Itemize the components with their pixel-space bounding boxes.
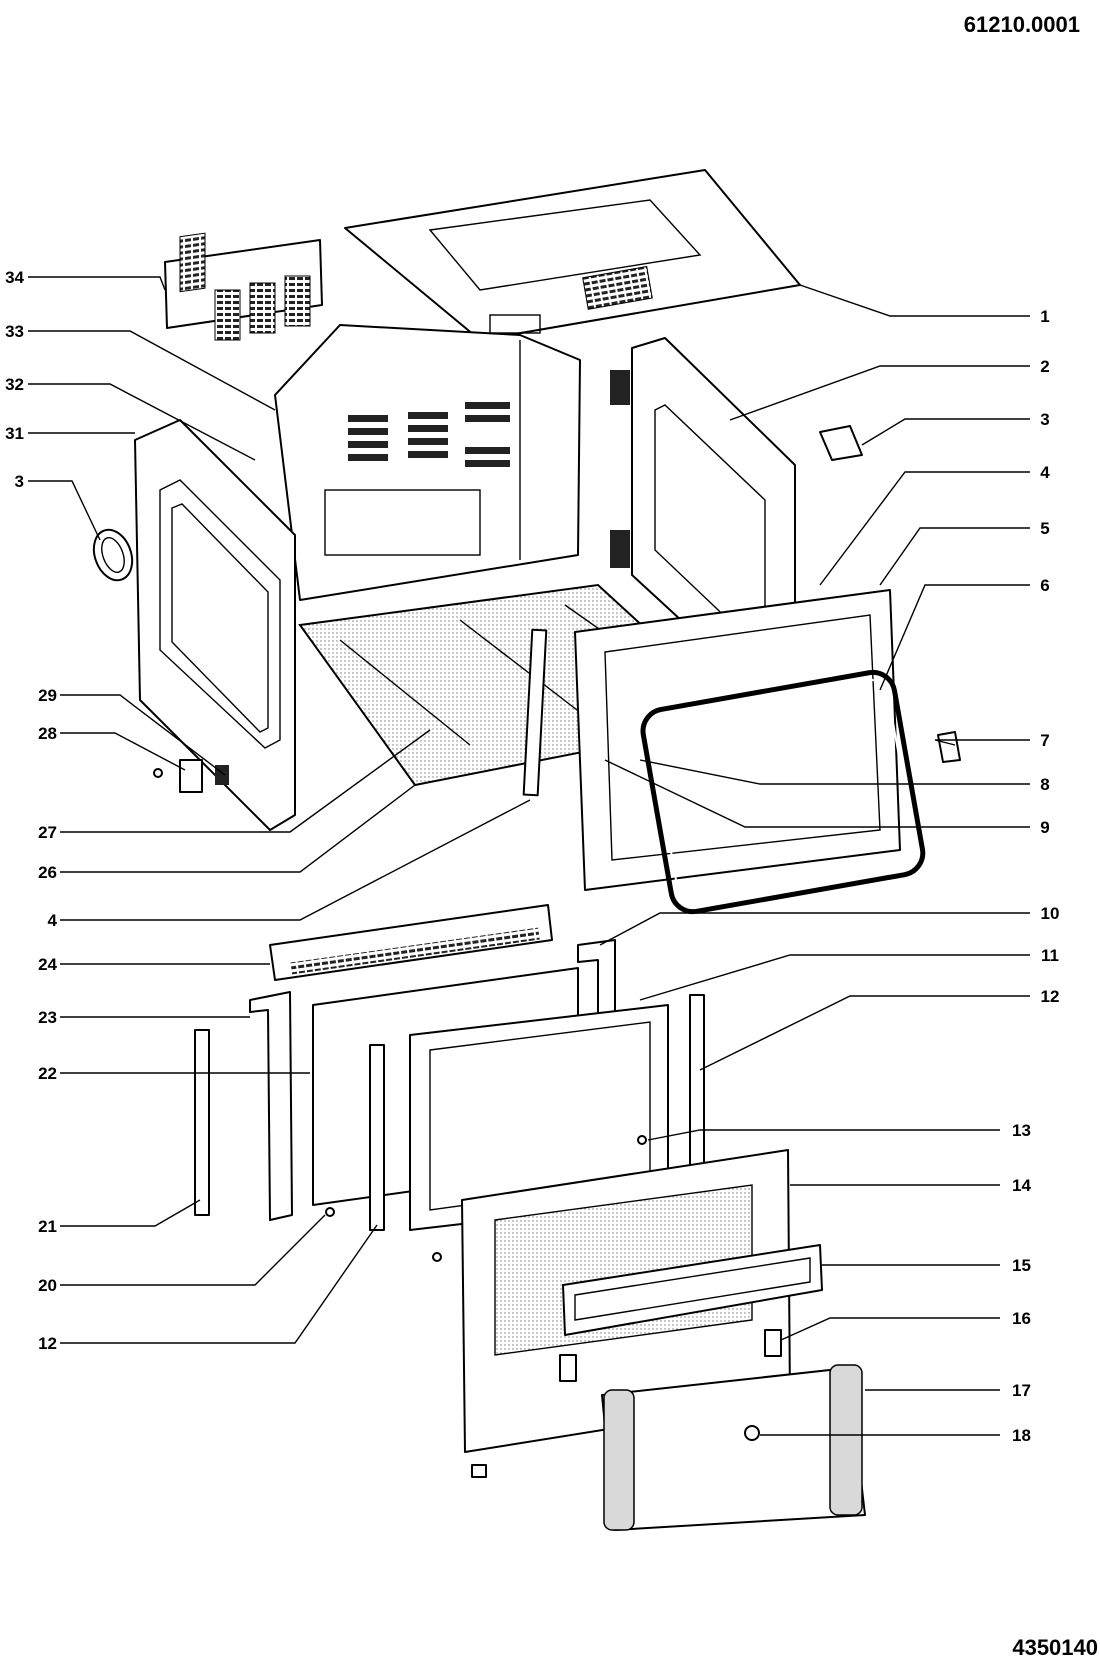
leader-lines <box>28 276 1030 1436</box>
part-gasket-strip-left <box>369 1044 385 1231</box>
callout-27: 27 <box>38 823 57 842</box>
part-side-rail <box>522 628 548 797</box>
part-door-seal <box>640 669 926 915</box>
callout-33: 33 <box>5 322 24 341</box>
part-left-side-panel <box>134 419 296 831</box>
callout-28: 28 <box>38 724 57 743</box>
callout-24: 24 <box>38 955 57 974</box>
callout-6: 6 <box>1040 576 1049 595</box>
callout-5: 5 <box>1040 519 1049 538</box>
drawing-number: 61210.0001 <box>964 12 1080 37</box>
part-code: 4350140 <box>1012 1635 1098 1660</box>
part-handle <box>562 1244 823 1336</box>
callout-8: 8 <box>1040 775 1049 794</box>
part-lower-door-panel <box>601 1364 866 1531</box>
callout-23: 23 <box>38 1008 57 1027</box>
callout-3-left: 3 <box>15 472 24 491</box>
callout-17: 17 <box>1012 1381 1031 1400</box>
part-small-fitting <box>744 1425 760 1441</box>
callout-9: 9 <box>1040 818 1049 837</box>
part-gasket-strip-right <box>689 994 705 1166</box>
callout-16: 16 <box>1012 1309 1031 1328</box>
callout-10: 10 <box>1041 904 1060 923</box>
callout-13: 13 <box>1012 1121 1031 1140</box>
callout-numbers: 1 2 3 4 5 6 7 8 9 10 11 12 13 14 15 16 1… <box>5 268 1059 1445</box>
callout-4-right: 4 <box>1040 463 1050 482</box>
callout-22: 22 <box>38 1064 57 1083</box>
part-bezel-left <box>92 528 134 582</box>
part-control-trim <box>269 904 553 981</box>
callout-11: 11 <box>1041 946 1059 965</box>
part-left-trim-strip <box>194 1029 210 1216</box>
part-top-cover <box>344 169 801 341</box>
callout-15: 15 <box>1012 1256 1031 1275</box>
part-left-hinge <box>249 991 293 1221</box>
callout-32: 32 <box>5 375 24 394</box>
callout-2: 2 <box>1040 357 1049 376</box>
part-rear-grille <box>164 232 323 341</box>
callout-29: 29 <box>38 686 57 705</box>
part-switch <box>153 759 229 793</box>
callout-12-right: 12 <box>1041 987 1060 1006</box>
part-screws <box>325 1135 647 1478</box>
callout-7: 7 <box>1040 731 1049 750</box>
part-clip <box>937 731 961 763</box>
part-handle-caps <box>559 1329 782 1382</box>
callout-31: 31 <box>5 424 24 443</box>
callout-21: 21 <box>38 1217 57 1236</box>
callout-18: 18 <box>1012 1426 1031 1445</box>
callout-20: 20 <box>38 1276 57 1295</box>
part-front-frame <box>574 589 901 891</box>
callout-26: 26 <box>38 863 57 882</box>
callout-4-left: 4 <box>48 911 58 930</box>
part-bezel-right <box>819 425 863 461</box>
callout-3-right: 3 <box>1040 410 1049 429</box>
callout-14: 14 <box>1012 1176 1031 1195</box>
callout-1: 1 <box>1040 307 1049 326</box>
callout-34: 34 <box>5 268 24 287</box>
part-back-panel <box>274 324 581 601</box>
callout-12-left: 12 <box>38 1334 57 1353</box>
